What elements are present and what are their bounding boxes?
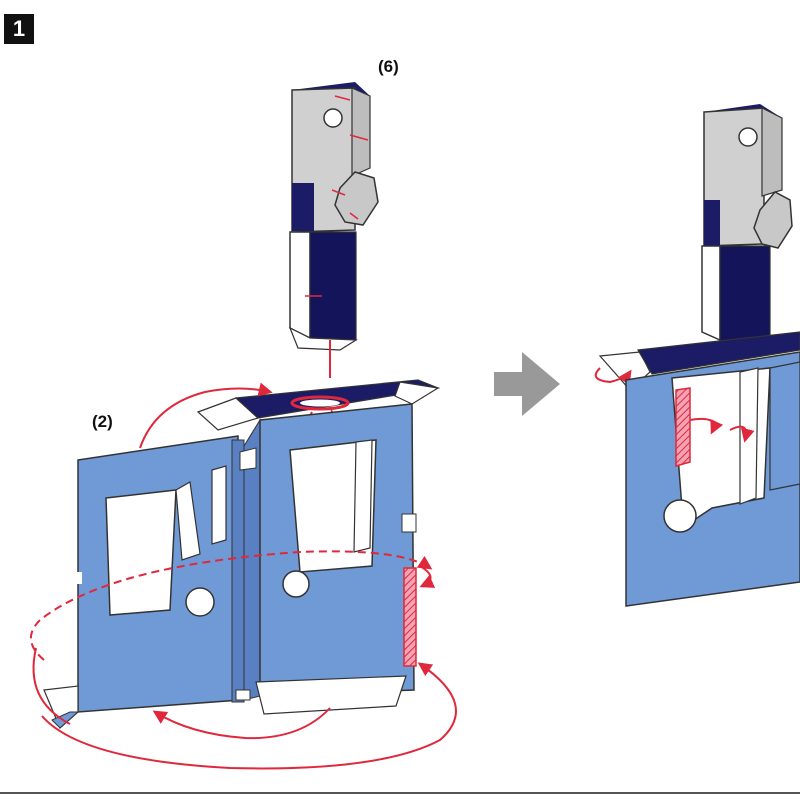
- bottom-divider: [0, 792, 800, 794]
- step-number-badge: 1: [4, 14, 34, 44]
- part-2-label: (2): [92, 412, 113, 431]
- top-strip-left: [196, 379, 441, 444]
- right-assembly: [594, 104, 800, 607]
- left-assembly: [30, 82, 457, 770]
- fastener-key-left: [288, 82, 379, 378]
- right-arrow-icon: [494, 352, 560, 416]
- rotation-arrows: [30, 382, 457, 770]
- part-6-label: (6): [378, 57, 399, 76]
- right-panel: [235, 403, 417, 715]
- fastener-key-right: [701, 104, 793, 347]
- left-panel: [43, 435, 245, 730]
- right-assembled-panel: [625, 351, 800, 607]
